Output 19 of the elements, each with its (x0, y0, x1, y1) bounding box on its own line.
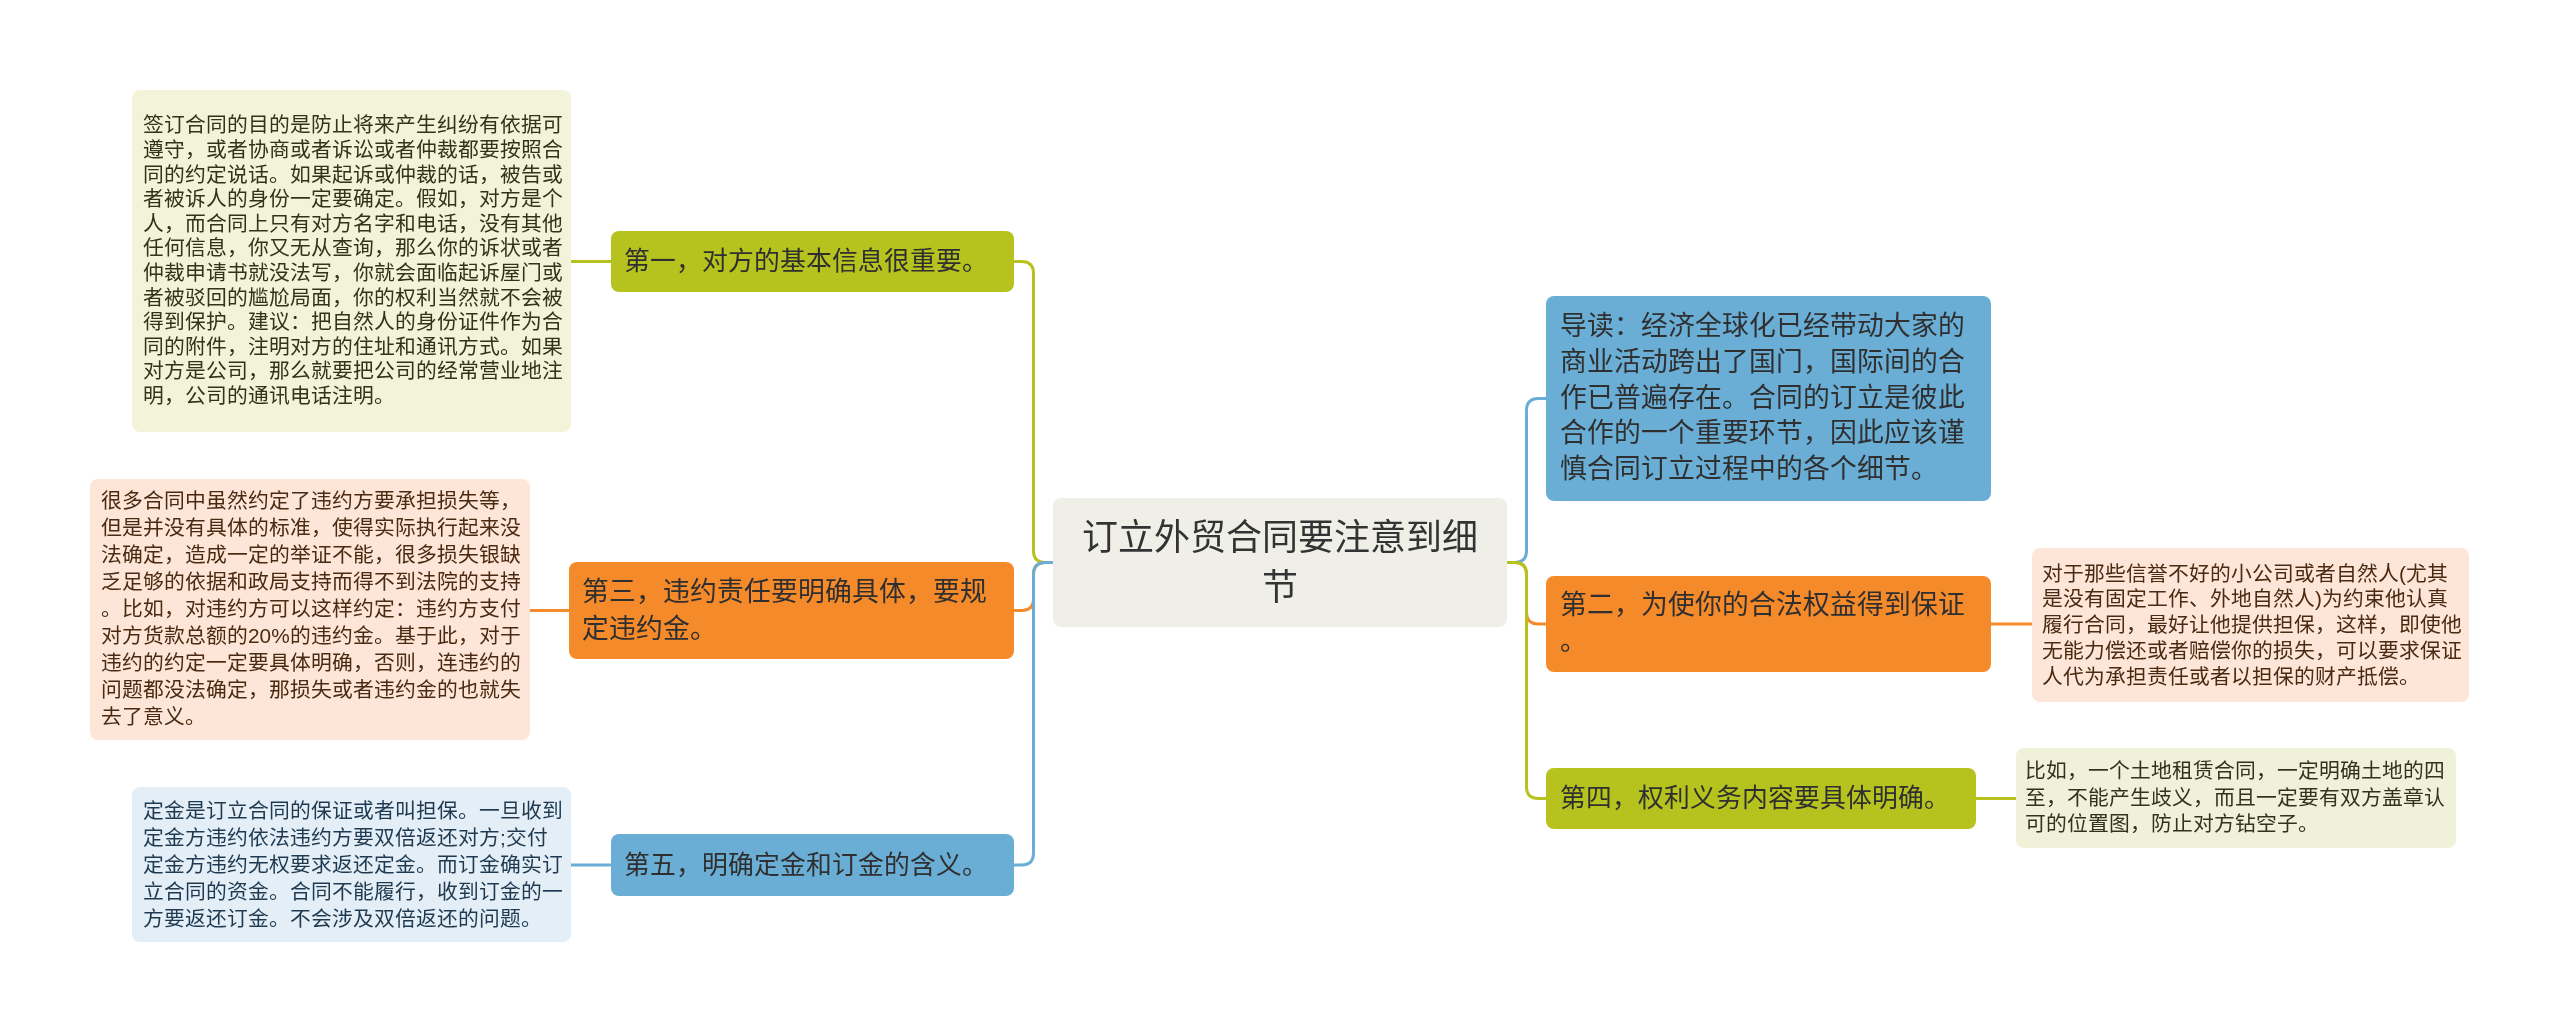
topic-box: 第一，对方的基本信息很重要。 (611, 231, 1014, 292)
topic-box: 第二，为使你的合法权益得到保证。 (1546, 576, 1991, 672)
topic-box: 导读：经济全球化已经带动大家的商业活动跨出了国门，国际间的合作已普遍存在。合同的订立是彼此合作的一个重要环节，因此应该谨慎合同订立过程中的各个细节。 (1546, 296, 1991, 501)
connector-line (1991, 622, 2032, 626)
topic-box: 第五，明确定金和订金的含义。 (611, 834, 1014, 896)
note-box: 很多合同中虽然约定了违约方要承担损失等，但是并没有具体的标准，使得实际执行起来没法确定，造成一定的举证不能，很多损失银缺乏足够的依据和政局支持而得不到法院的支持。比如，对违约方可以这样约定：违约方支付对方货款总额的20%的违约金。基于此，对于违约的约定一定要具体明确，否则，连违约的问题都没法确定，那损失或者违约金的也就失去了意义。 (90, 479, 530, 740)
connector-line (1014, 561, 1053, 867)
topic-box: 第三，违约责任要明确具体，要规定违约金。 (569, 562, 1014, 659)
note-box: 定金是订立合同的保证或者叫担保。一旦收到定金方违约依法违约方要双倍返还对方;交付定金方违约无权要求返还定金。而订金确实订立合同的资金。合同不能履行，收到订金的一方要返还订金。不会涉及双倍返还的问题。 (132, 787, 571, 942)
note-box: 对于那些信誉不好的小公司或者自然人(尤其是没有固定工作、外地自然人)为约束他认真履行合同，最好让他提供担保，这样，即使他无能力偿还或者赔偿你的损失，可以要求保证人代为承担责任或者以担保的财产抵偿。 (2032, 548, 2469, 702)
topic-box: 第四，权利义务内容要具体明确。 (1546, 768, 1976, 829)
note-box: 签订合同的目的是防止将来产生纠纷有依据可遵守，或者协商或者诉讼或者仲裁都要按照合同的约定说话。如果起诉或仲裁的话，被告或者被诉人的身份一定要确定。假如，对方是个人，而合同上只有对方名字和电话，没有其他任何信息，你又无从查询，那么你的诉状或者仲裁申请书就没法写，你就会面临起诉屋门或者被驳回的尴尬局面，你的权利当然就不会被得到保护。建议：把自然人的身份证件作为合同的附件，注明对方的住址和通讯方式。如果对方是公司，那么就要把公司的经常营业地注明，公司的通讯电话注明。 (132, 90, 571, 432)
connector-line (530, 609, 569, 612)
connector-line (1976, 797, 2016, 800)
central-topic-box: 订立外贸合同要注意到细节 (1053, 498, 1507, 627)
connector-line (571, 260, 611, 263)
connector-line (1507, 561, 1546, 800)
connector-line (571, 863, 611, 867)
note-box: 比如，一个土地租赁合同，一定明确土地的四至，不能产生歧义，而且一定要有双方盖章认可的位置图，防止对方钻空子。 (2016, 748, 2456, 848)
